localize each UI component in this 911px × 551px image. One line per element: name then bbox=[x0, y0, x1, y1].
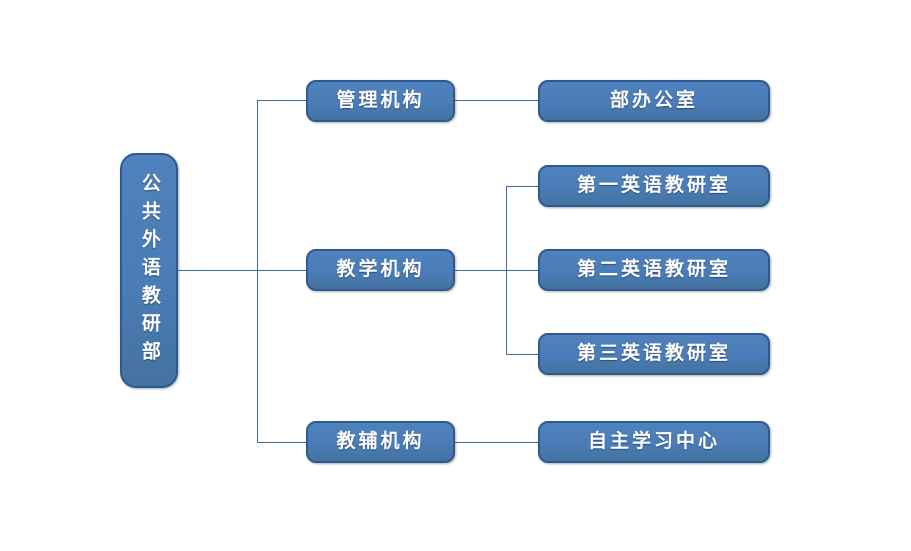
node-leaf-self-study-center-label: 自主学习中心 bbox=[587, 430, 720, 453]
node-root-label: 公共外语教研部 bbox=[138, 172, 161, 369]
node-leaf-second-english-office-label: 第二英语教研室 bbox=[576, 258, 731, 281]
node-branch-teaching[interactable]: 教学机构 bbox=[306, 249, 455, 291]
node-leaf-first-english-office[interactable]: 第一英语教研室 bbox=[538, 165, 770, 207]
node-leaf-third-english-office[interactable]: 第三英语教研室 bbox=[538, 333, 770, 375]
connector-subtrunk-to-leaf-2 bbox=[506, 270, 538, 271]
connector-trunk-to-branch-3 bbox=[257, 442, 306, 443]
connector-subtrunk-to-leaf-3 bbox=[506, 354, 538, 355]
connector-branch-1-to-leaf-1 bbox=[455, 100, 538, 101]
connector-main-trunk bbox=[257, 100, 258, 442]
node-leaf-first-english-office-label: 第一英语教研室 bbox=[576, 174, 731, 197]
node-branch-management[interactable]: 管理机构 bbox=[306, 80, 455, 122]
node-branch-management-label: 管理机构 bbox=[336, 89, 425, 112]
node-root-public-foreign-language-department[interactable]: 公共外语教研部 bbox=[120, 153, 178, 388]
node-branch-teaching-label: 教学机构 bbox=[336, 258, 425, 281]
node-branch-teaching-support-label: 教辅机构 bbox=[336, 430, 425, 453]
node-leaf-department-office-label: 部办公室 bbox=[609, 89, 698, 112]
node-leaf-department-office[interactable]: 部办公室 bbox=[538, 80, 770, 122]
connector-branch-3-to-leaf-1 bbox=[455, 442, 538, 443]
connector-root-to-trunk bbox=[178, 270, 257, 271]
node-leaf-self-study-center[interactable]: 自主学习中心 bbox=[538, 421, 770, 463]
node-leaf-second-english-office[interactable]: 第二英语教研室 bbox=[538, 249, 770, 291]
connector-trunk-to-branch-1 bbox=[257, 100, 306, 101]
connector-subtrunk-to-leaf-1 bbox=[506, 186, 538, 187]
node-leaf-third-english-office-label: 第三英语教研室 bbox=[576, 342, 731, 365]
connector-branch-2-to-subtrunk bbox=[455, 270, 506, 271]
node-branch-teaching-support[interactable]: 教辅机构 bbox=[306, 421, 455, 463]
connector-trunk-to-branch-2 bbox=[257, 270, 306, 271]
